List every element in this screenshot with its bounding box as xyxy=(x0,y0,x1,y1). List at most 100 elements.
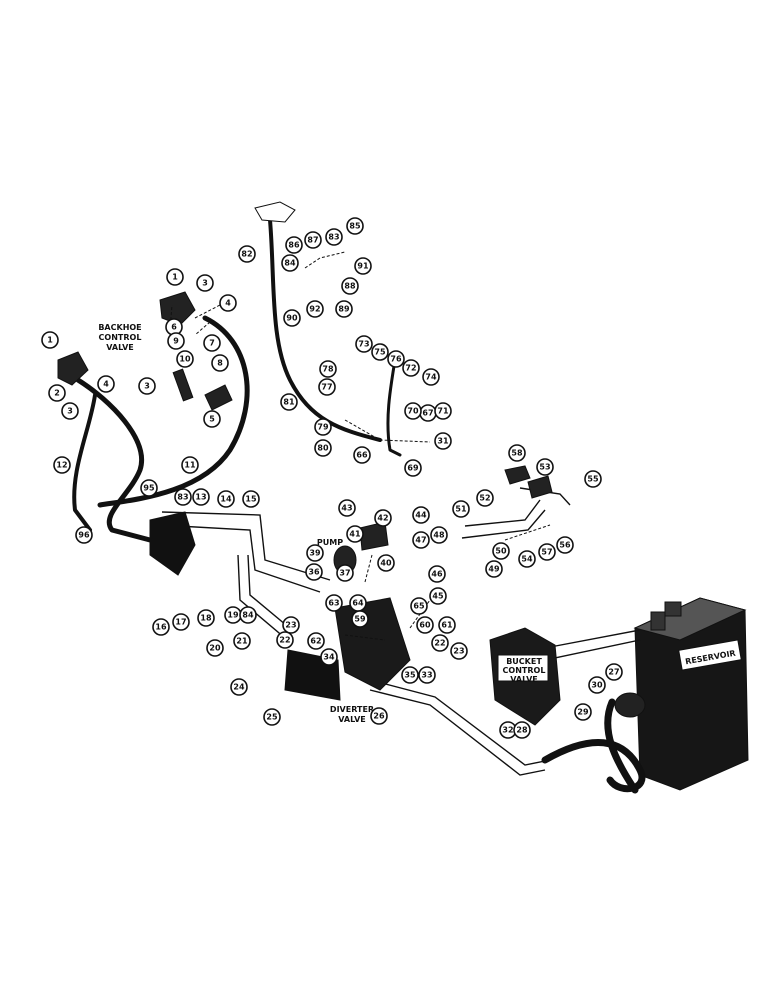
callout-34: 34 xyxy=(320,648,338,666)
callout-circle xyxy=(172,613,190,631)
callout-13: 13 xyxy=(192,488,210,506)
callout-number: 3 xyxy=(144,382,150,391)
callout-56: 56 xyxy=(556,536,574,554)
callout-number: 47 xyxy=(415,536,426,545)
callout-17: 17 xyxy=(172,613,190,631)
callout-number: 61 xyxy=(441,621,453,630)
callout-number: 52 xyxy=(479,494,490,503)
callout-number: 36 xyxy=(308,568,320,577)
callout-54: 54 xyxy=(518,550,536,568)
callout-69: 69 xyxy=(404,459,422,477)
reservoir-tank: RESERVOIR xyxy=(633,597,749,791)
callout-circle xyxy=(450,642,468,660)
callout-18: 18 xyxy=(197,609,215,627)
callout-circle xyxy=(492,542,510,560)
callout-circle xyxy=(53,456,71,474)
callout-number: 13 xyxy=(195,493,206,502)
callout-circle xyxy=(217,490,235,508)
callout-circle xyxy=(377,554,395,572)
callout-3: 3 xyxy=(138,377,156,395)
callout-number: 58 xyxy=(511,449,523,458)
callout-81: 81 xyxy=(280,393,298,411)
callout-90: 90 xyxy=(283,309,301,327)
callout-number: 23 xyxy=(453,647,464,656)
callout-circle xyxy=(412,531,430,549)
callout-circle xyxy=(304,231,322,249)
callout-22: 22 xyxy=(276,631,294,649)
callout-78: 78 xyxy=(319,360,337,378)
callout-number: 35 xyxy=(404,671,416,680)
callout-circle xyxy=(418,666,436,684)
callout-circle xyxy=(306,544,324,562)
callout-30: 30 xyxy=(588,676,606,694)
callout-26: 26 xyxy=(370,707,388,725)
diverter-label-1: DIVERTER xyxy=(330,705,374,714)
callout-28: 28 xyxy=(513,721,531,739)
callout-number: 40 xyxy=(380,559,392,568)
callout-circle xyxy=(353,446,371,464)
callout-number: 79 xyxy=(317,423,329,432)
callout-number: 44 xyxy=(415,511,427,520)
callout-number: 1 xyxy=(47,336,53,345)
callout-87: 87 xyxy=(304,231,322,249)
callout-84: 84 xyxy=(239,606,257,624)
callout-number: 67 xyxy=(422,409,433,418)
callout-circle xyxy=(401,666,419,684)
callout-33: 33 xyxy=(418,666,436,684)
callout-circle xyxy=(346,217,364,235)
callout-circle xyxy=(238,245,256,263)
callout-circle xyxy=(285,236,303,254)
hoses xyxy=(72,218,646,794)
callout-circle xyxy=(319,360,337,378)
callout-number: 34 xyxy=(323,653,335,662)
callout-8: 8 xyxy=(211,354,229,372)
callout-number: 53 xyxy=(539,463,550,472)
callout-44: 44 xyxy=(412,506,430,524)
callout-circle xyxy=(452,500,470,518)
callout-circle xyxy=(192,488,210,506)
callout-circle xyxy=(318,378,336,396)
callout-number: 66 xyxy=(356,451,368,460)
callout-circle xyxy=(140,479,158,497)
callout-19: 19 xyxy=(224,606,242,624)
callout-number: 56 xyxy=(559,541,571,550)
callout-60: 60 xyxy=(416,616,434,634)
callout-number: 59 xyxy=(354,615,366,624)
callout-circle xyxy=(97,375,115,393)
callout-36: 36 xyxy=(305,563,323,581)
callout-61: 61 xyxy=(438,616,456,634)
diverter-label-2: VALVE xyxy=(338,715,366,724)
callout-circle xyxy=(41,331,59,349)
callout-70: 70 xyxy=(404,402,422,420)
callout-circle xyxy=(48,384,66,402)
callout-3: 3 xyxy=(196,274,214,292)
callout-29: 29 xyxy=(574,703,592,721)
callout-24: 24 xyxy=(230,678,248,696)
callout-number: 12 xyxy=(56,461,67,470)
callout-circle xyxy=(196,274,214,292)
callout-circle xyxy=(281,254,299,272)
callout-22: 22 xyxy=(431,634,449,652)
callout-number: 77 xyxy=(321,383,332,392)
callout-25: 25 xyxy=(263,708,281,726)
callout-number: 9 xyxy=(173,337,179,346)
callout-45: 45 xyxy=(429,587,447,605)
callout-number: 7 xyxy=(209,339,215,348)
callout-circle xyxy=(174,488,192,506)
callout-circle xyxy=(206,639,224,657)
callout-number: 39 xyxy=(309,549,321,558)
callout-circle xyxy=(374,509,392,527)
callout-63: 63 xyxy=(325,594,343,612)
callout-circle xyxy=(320,648,338,666)
callout-47: 47 xyxy=(412,531,430,549)
callout-number: 75 xyxy=(374,348,386,357)
callout-80: 80 xyxy=(314,439,332,457)
callout-62: 62 xyxy=(307,632,325,650)
callout-77: 77 xyxy=(318,378,336,396)
callout-number: 64 xyxy=(352,599,364,608)
callout-number: 57 xyxy=(541,548,552,557)
callout-circle xyxy=(518,550,536,568)
callout-86: 86 xyxy=(285,236,303,254)
callout-21: 21 xyxy=(233,632,251,650)
callout-circle xyxy=(239,606,257,624)
